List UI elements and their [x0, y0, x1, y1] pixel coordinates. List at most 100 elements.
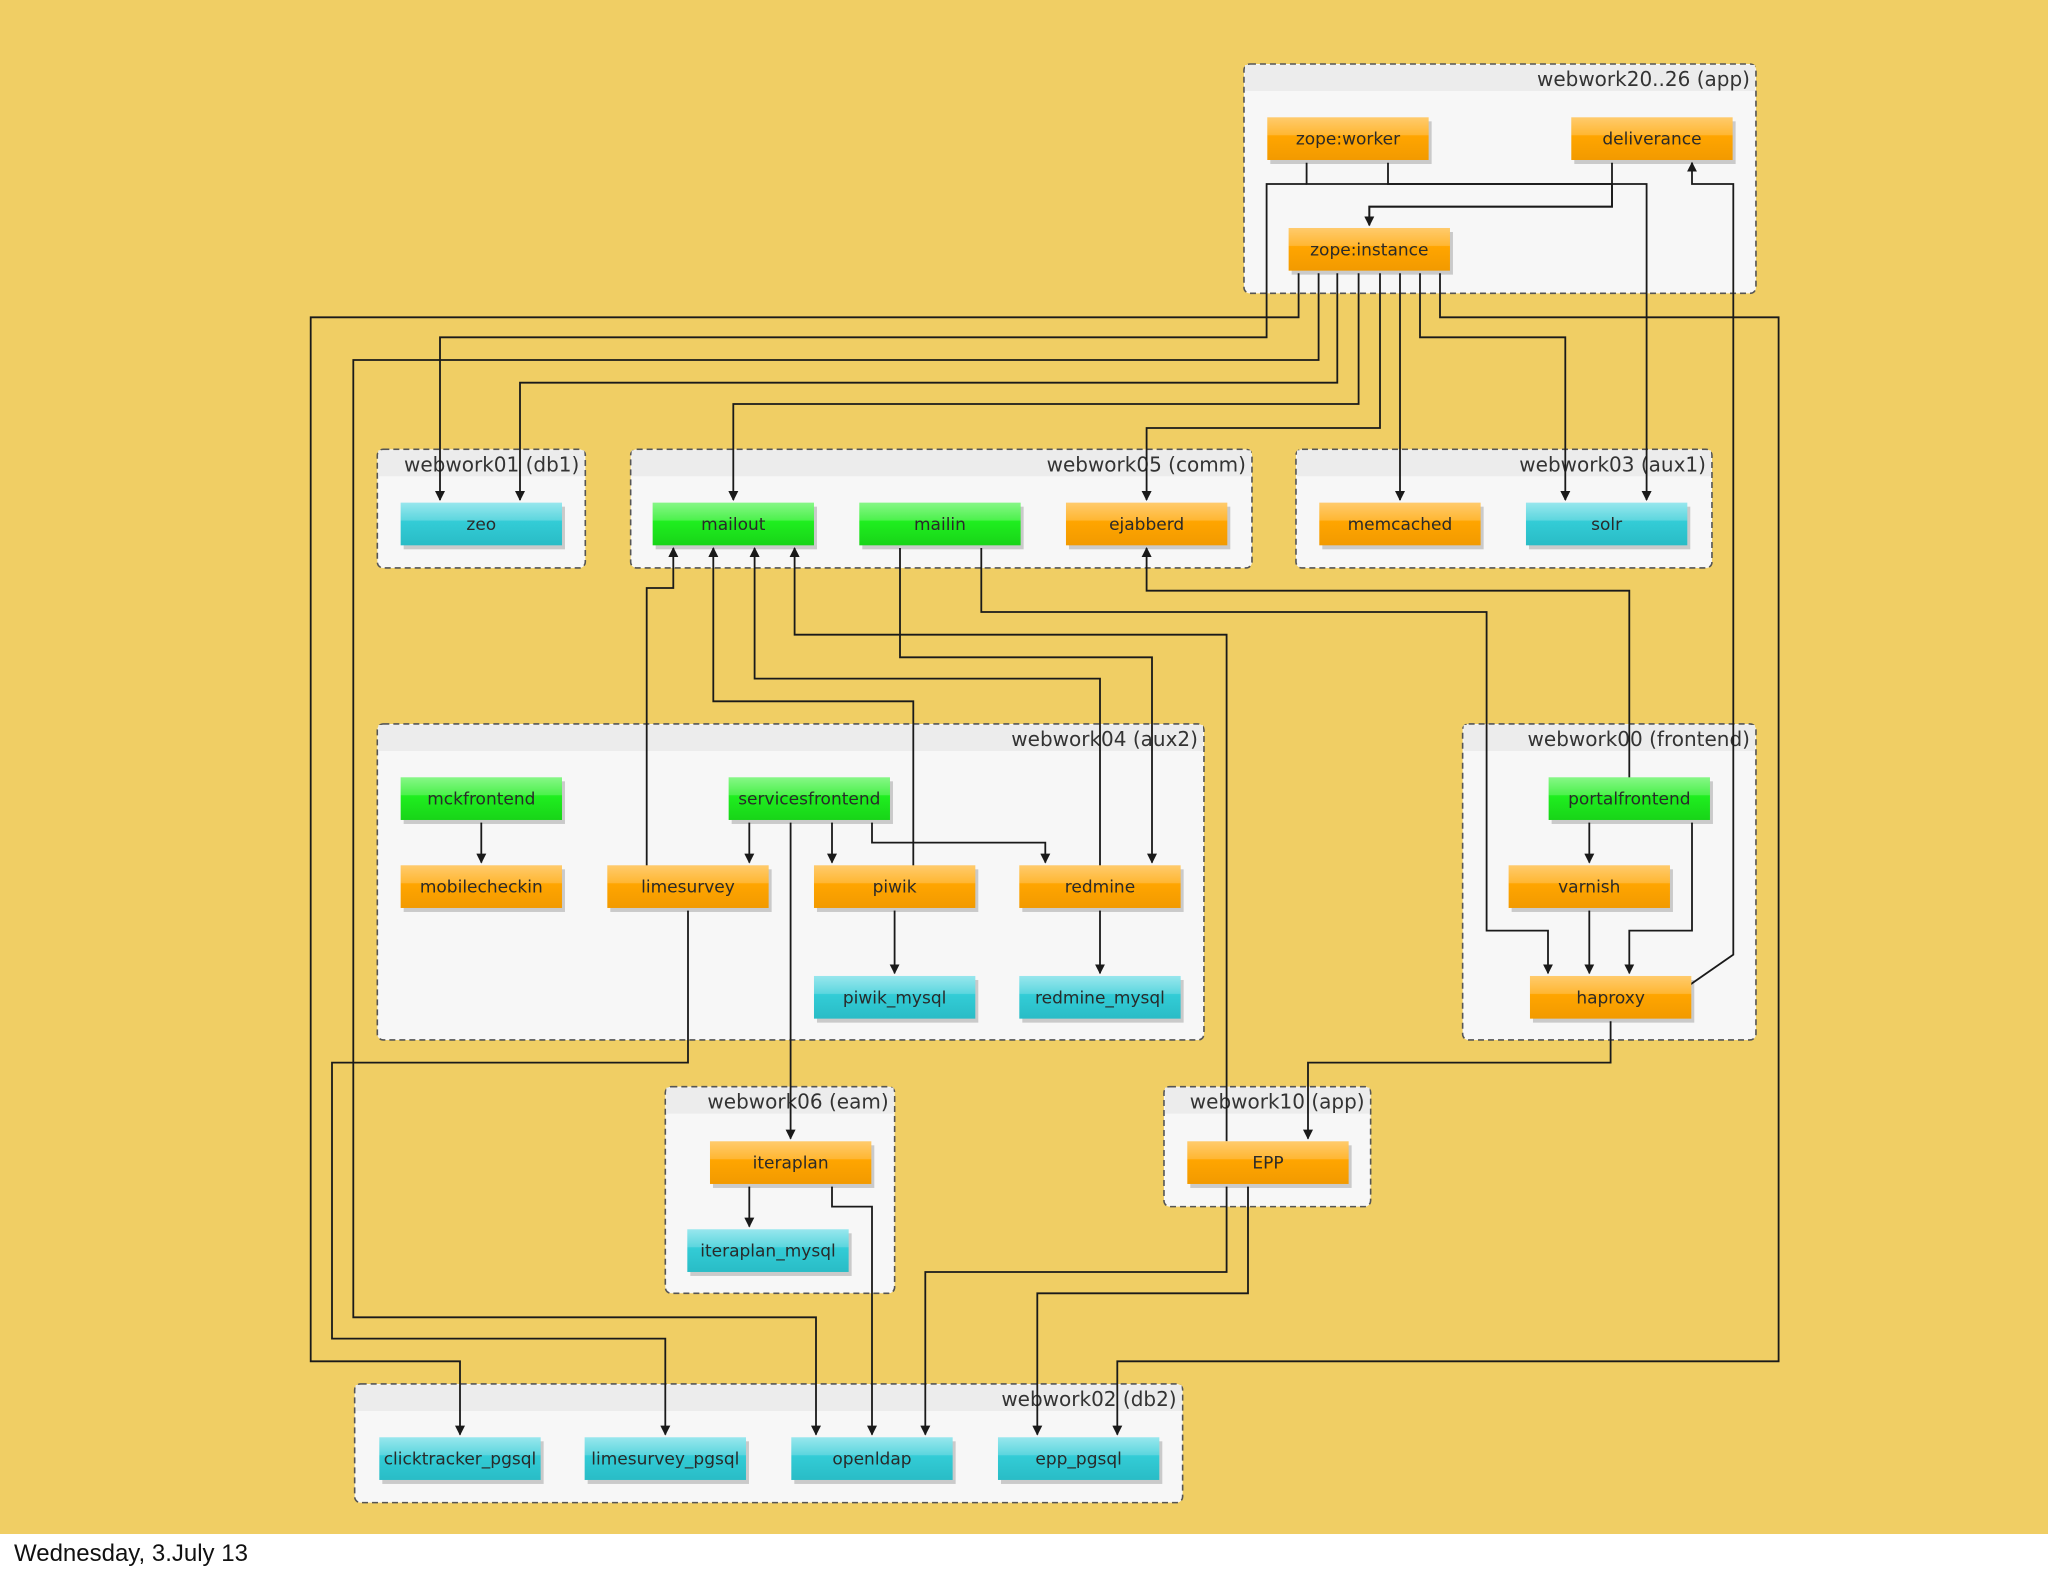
node-redmine[interactable]: redmine: [1019, 865, 1184, 912]
node-gloss: [400, 502, 562, 521]
slide-background: webwork20..26 (app)webwork01 (db1)webwor…: [0, 0, 2048, 1534]
node-label: memcached: [1348, 515, 1453, 535]
node-solr[interactable]: solr: [1525, 502, 1691, 550]
node-box[interactable]: [400, 502, 562, 546]
edge-limesurvey-to-limesurvey_pgsql: [331, 910, 689, 1436]
node-varnish[interactable]: varnish: [1508, 865, 1673, 912]
node-box[interactable]: [813, 865, 976, 908]
cluster-header-band: [1164, 1087, 1370, 1114]
node-gloss: [859, 502, 1021, 521]
node-redmine-mysql[interactable]: redmine_mysql: [1019, 975, 1184, 1023]
node-memcached[interactable]: memcached: [1319, 502, 1484, 550]
node-piwik-mysql[interactable]: piwik_mysql: [813, 975, 979, 1023]
node-gloss: [379, 1437, 541, 1456]
cluster-header-band: [378, 724, 1203, 751]
node-box[interactable]: [1548, 777, 1710, 820]
node-box[interactable]: [400, 777, 562, 820]
node-mckfrontend[interactable]: mckfrontend: [400, 777, 565, 824]
cluster-label: webwork10 (app): [1190, 1090, 1365, 1114]
node-box[interactable]: [1508, 865, 1670, 908]
node-label: varnish: [1558, 878, 1620, 898]
node-label: mailout: [701, 515, 766, 535]
node-box[interactable]: [1525, 502, 1688, 546]
node-box[interactable]: [379, 1437, 541, 1480]
node-box[interactable]: [1267, 117, 1429, 160]
node-box[interactable]: [791, 1437, 953, 1480]
node-zope-worker[interactable]: zope:worker: [1267, 117, 1432, 164]
edge-zope_instance-to-ejabberd: [1141, 273, 1381, 501]
node-label: zeo: [466, 515, 496, 535]
node-box[interactable]: [1319, 502, 1481, 546]
node-box[interactable]: [1019, 865, 1181, 908]
node-zeo[interactable]: zeo: [400, 502, 565, 550]
cluster-label: webwork01 (db1): [404, 452, 579, 476]
node-box[interactable]: [728, 777, 890, 820]
node-servicesfrontend[interactable]: servicesfrontend: [728, 777, 893, 824]
cluster-label: webwork04 (aux2): [1011, 727, 1198, 751]
node-epp-pgsql[interactable]: epp_pgsql: [997, 1437, 1163, 1484]
node-clicktracker-pgsql[interactable]: clicktracker_pgsql: [379, 1437, 544, 1484]
node-label: iteraplan_mysql: [700, 1242, 835, 1262]
edge-mailin-to-redmine: [899, 548, 1157, 864]
node-mailin[interactable]: mailin: [859, 502, 1024, 550]
edge-portalfrontend-to-haproxy: [1624, 822, 1693, 975]
node-gloss: [400, 865, 562, 884]
node-box[interactable]: [1529, 975, 1692, 1019]
architecture-diagram: webwork20..26 (app)webwork01 (db1)webwor…: [309, 63, 1780, 1504]
node-label: clicktracker_pgsql: [384, 1450, 537, 1470]
node-gloss: [813, 865, 976, 884]
node-gloss: [1319, 502, 1481, 521]
edge-zope_instance-to-epp_pgsql: [1112, 273, 1780, 1436]
node-gloss: [791, 1437, 953, 1456]
node-box[interactable]: [1187, 1141, 1349, 1184]
cluster-label: webwork03 (aux1): [1519, 452, 1706, 476]
node-gloss: [1525, 502, 1688, 521]
node-label: zope:worker: [1296, 130, 1400, 150]
node-box[interactable]: [1571, 117, 1733, 160]
node-piwik[interactable]: piwik: [813, 865, 979, 912]
node-gloss: [1508, 865, 1670, 884]
node-gloss: [607, 865, 769, 884]
node-iteraplan-mysql[interactable]: iteraplan_mysql: [687, 1229, 852, 1276]
node-gloss: [1019, 975, 1181, 994]
node-box[interactable]: [652, 502, 814, 546]
node-label: ejabberd: [1109, 515, 1184, 535]
node-iteraplan[interactable]: iteraplan: [709, 1141, 875, 1188]
edge-zope_instance-to-mailout: [728, 273, 1360, 501]
node-gloss: [1571, 117, 1733, 136]
node-box[interactable]: [607, 865, 769, 908]
node-label: haproxy: [1576, 988, 1645, 1008]
footer-date: Wednesday, 3.July 13: [14, 1540, 248, 1567]
cluster-header-band: [631, 450, 1251, 477]
node-deliverance[interactable]: deliverance: [1571, 117, 1736, 164]
edge-iteraplan-to-openldap: [831, 1186, 877, 1436]
node-box[interactable]: [584, 1437, 746, 1480]
node-ejabberd[interactable]: ejabberd: [1065, 502, 1231, 550]
node-epp[interactable]: EPP: [1187, 1141, 1352, 1188]
node-mailout[interactable]: mailout: [652, 502, 817, 550]
node-box[interactable]: [859, 502, 1021, 546]
edge-zope_instance-to-solr: [1419, 273, 1571, 501]
edge-redmine-to-mailout: [749, 547, 1101, 868]
node-limesurvey[interactable]: limesurvey: [607, 865, 772, 912]
node-box[interactable]: [400, 865, 562, 908]
node-gloss: [1529, 975, 1692, 994]
cluster-header-band: [378, 450, 585, 477]
node-box[interactable]: [709, 1141, 872, 1184]
node-zope-instance[interactable]: zope:instance: [1288, 227, 1453, 275]
node-box[interactable]: [813, 975, 976, 1019]
node-box[interactable]: [687, 1229, 849, 1272]
node-label: solr: [1591, 515, 1622, 535]
node-openldap[interactable]: openldap: [791, 1437, 956, 1484]
edge-epp-to-epp_pgsql: [1032, 1186, 1249, 1436]
node-portalfrontend[interactable]: portalfrontend: [1548, 777, 1713, 824]
node-box[interactable]: [997, 1437, 1160, 1480]
edge-epp-to-openldap: [920, 1186, 1228, 1436]
node-box[interactable]: [1288, 227, 1450, 271]
node-haproxy[interactable]: haproxy: [1529, 975, 1695, 1023]
node-box[interactable]: [1019, 975, 1181, 1019]
node-mobilecheckin[interactable]: mobilecheckin: [400, 865, 565, 912]
node-gloss: [1267, 117, 1429, 136]
node-box[interactable]: [1065, 502, 1228, 546]
node-limesurvey-pgsql[interactable]: limesurvey_pgsql: [584, 1437, 749, 1484]
